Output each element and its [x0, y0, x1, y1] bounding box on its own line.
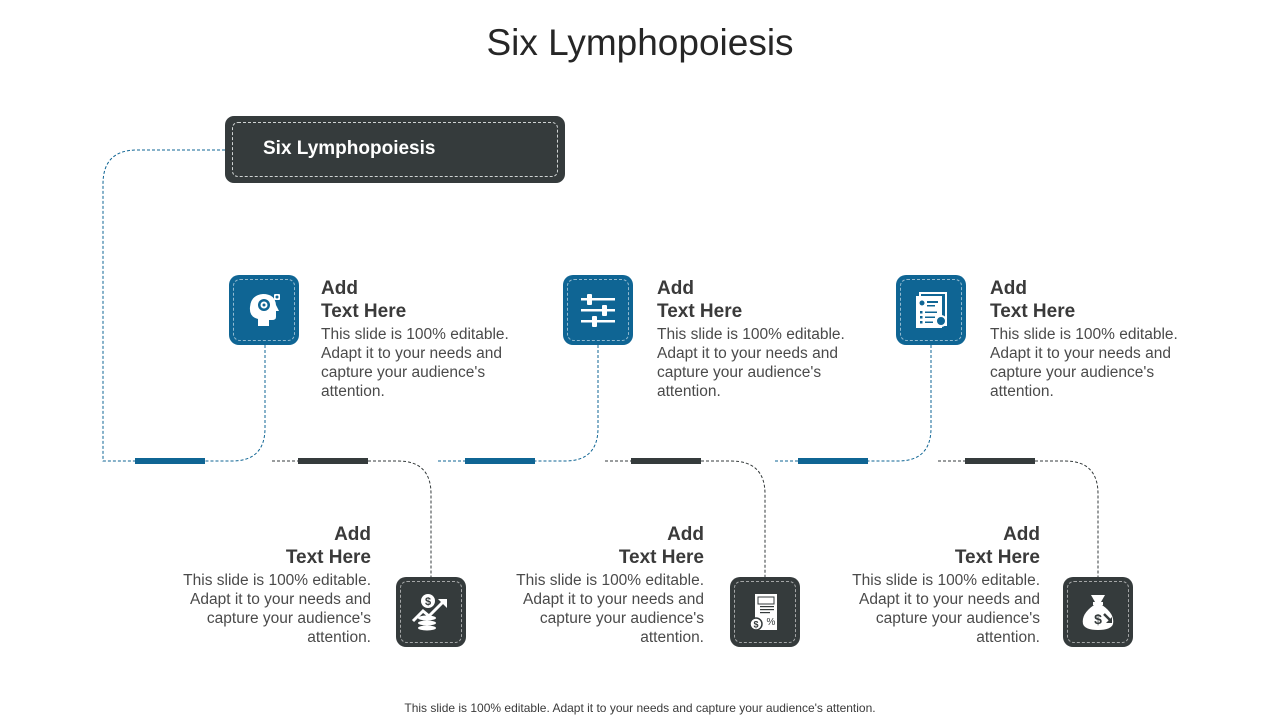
- svg-text:$: $: [753, 620, 758, 630]
- item-1-body: This slide is 100% editable. Adapt it to…: [321, 326, 509, 400]
- item-1-text: Add Text Here This slide is 100% editabl…: [321, 277, 521, 401]
- item-1-heading-2: Text Here: [321, 301, 407, 322]
- item-4-icon-box: $: [396, 577, 466, 647]
- item-6-body: This slide is 100% editable. Adapt it to…: [852, 572, 1040, 646]
- item-4-body: This slide is 100% editable. Adapt it to…: [183, 572, 371, 646]
- item-2-heading-1: Add: [657, 278, 694, 299]
- item-6-heading-2: Text Here: [954, 547, 1040, 568]
- item-3-heading-2: Text Here: [990, 301, 1076, 322]
- header-connector: [102, 149, 225, 462]
- header-box: Six Lymphopoiesis: [225, 116, 565, 183]
- svg-text:$: $: [425, 596, 431, 608]
- item-5-icon-box: $ %: [730, 577, 800, 647]
- dollar-growth-icon: $: [411, 594, 447, 631]
- connector-top-1: [205, 345, 266, 462]
- item-1-icon-box: [229, 275, 299, 345]
- connector-top-2: [535, 345, 599, 462]
- tax-document-icon: $ %: [749, 594, 777, 631]
- item-6-text: Add Text Here This slide is 100% editabl…: [840, 523, 1040, 647]
- item-3-text: Add Text Here This slide is 100% editabl…: [990, 277, 1190, 401]
- item-5-body: This slide is 100% editable. Adapt it to…: [516, 572, 704, 646]
- header-box-label: Six Lymphopoiesis: [263, 138, 436, 159]
- item-3-body: This slide is 100% editable. Adapt it to…: [990, 326, 1178, 400]
- item-2-text: Add Text Here This slide is 100% editabl…: [657, 277, 857, 401]
- item-5-text: Add Text Here This slide is 100% editabl…: [504, 523, 704, 647]
- item-5-heading-2: Text Here: [618, 547, 704, 568]
- resume-document-icon: [916, 292, 947, 328]
- money-bag-icon: $: [1082, 595, 1114, 630]
- item-4-heading-2: Text Here: [285, 547, 371, 568]
- item-2-icon-box: [563, 275, 633, 345]
- item-4-heading-1: Add: [334, 524, 371, 545]
- item-6-icon-box: $: [1063, 577, 1133, 647]
- item-4-text: Add Text Here This slide is 100% editabl…: [171, 523, 371, 647]
- item-2-body: This slide is 100% editable. Adapt it to…: [657, 326, 845, 400]
- connector-bottom-2: [701, 460, 766, 577]
- svg-text:%: %: [767, 617, 776, 628]
- item-3-heading-1: Add: [990, 278, 1027, 299]
- item-2-heading-2: Text Here: [657, 301, 743, 322]
- page-title: Six Lymphopoiesis: [486, 22, 794, 63]
- item-1-heading-1: Add: [321, 278, 358, 299]
- connector-top-3: [868, 345, 932, 462]
- head-gears-icon: [249, 294, 280, 326]
- connector-bottom-1: [368, 460, 432, 577]
- footer-note: This slide is 100% editable. Adapt it to…: [404, 701, 876, 715]
- connector-bottom-3: [1035, 460, 1099, 577]
- sliders-icon: [581, 294, 615, 327]
- item-6-heading-1: Add: [1003, 524, 1040, 545]
- svg-text:$: $: [1094, 611, 1102, 627]
- item-3-icon-box: [896, 275, 966, 345]
- item-5-heading-1: Add: [667, 524, 704, 545]
